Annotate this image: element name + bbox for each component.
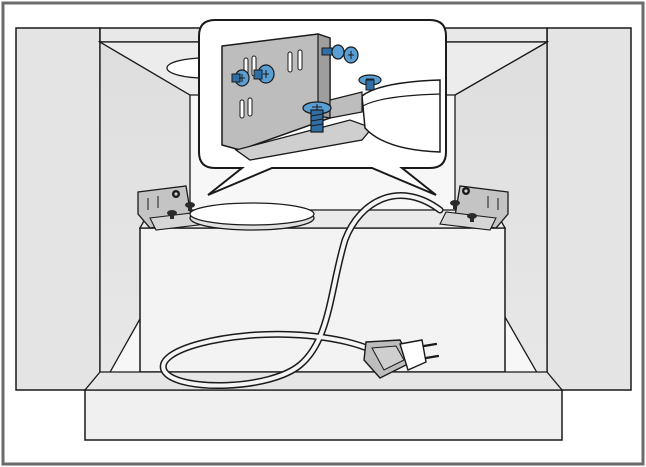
screw-icon	[172, 190, 180, 198]
screw-icon	[167, 210, 177, 219]
power-plug-icon	[363, 339, 440, 379]
right-cabinet-wall	[546, 27, 632, 391]
power-cable	[159, 192, 444, 390]
screw-icon	[231, 69, 250, 87]
top-seal-ring	[189, 202, 315, 231]
screw-icon	[321, 44, 345, 60]
appliance-body	[139, 227, 506, 373]
screw-icon	[253, 64, 275, 84]
screw-icon	[450, 200, 460, 209]
left-cabinet-wall	[15, 27, 101, 391]
base-plinth	[84, 389, 563, 441]
screw-icon	[302, 101, 332, 133]
base-top-face	[83, 371, 564, 391]
screw-icon	[462, 187, 470, 195]
screw-icon	[467, 213, 477, 222]
screw-icon	[185, 202, 195, 211]
screw-icon	[343, 46, 359, 64]
right-mounting-bracket	[439, 185, 509, 231]
screw-icon	[358, 74, 382, 91]
detail-seal-ring	[361, 79, 441, 153]
